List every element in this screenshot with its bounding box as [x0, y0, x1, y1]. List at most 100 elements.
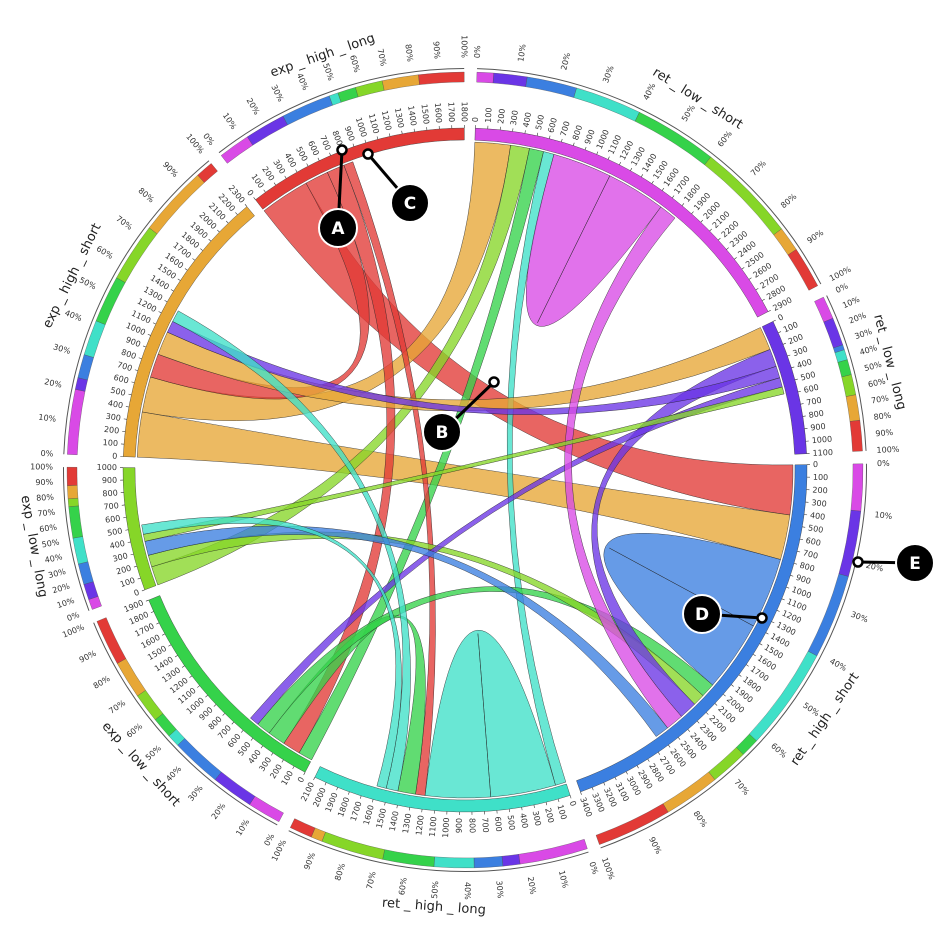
composition-bar-2-3 — [749, 650, 818, 742]
callout-anchor-C — [362, 148, 374, 160]
tick-7-1200 — [389, 133, 391, 137]
tick-label-3-1500: 1500 — [375, 807, 389, 829]
tick-3-1900 — [336, 787, 338, 791]
tick-3-1800 — [348, 791, 350, 795]
tick-0-2300 — [726, 247, 729, 250]
chord-16 — [591, 349, 777, 717]
tick-4-1800 — [150, 611, 154, 614]
tick-label-0-500: 500 — [534, 114, 546, 131]
tick-6-800 — [138, 357, 142, 360]
percent-label-1-10: 100% — [876, 445, 900, 455]
tick-6-2000 — [217, 229, 220, 233]
tick-label-6-400: 400 — [107, 399, 124, 411]
composition-bar-6-2 — [77, 354, 94, 381]
tick-label-1-900: 900 — [810, 422, 826, 433]
tick-label-2-100: 100 — [813, 473, 828, 482]
tick-6-1300 — [164, 300, 168, 303]
tick-3-1500 — [384, 802, 386, 806]
tick-3-0 — [569, 795, 572, 799]
composition-bar-6-7 — [197, 163, 218, 183]
tick-label-0-700: 700 — [559, 120, 572, 137]
composition-bar-5-1 — [83, 581, 99, 600]
percent-label-0-2: 20% — [559, 51, 572, 71]
tick-label-0-300: 300 — [509, 110, 520, 126]
percent-label-0-3: 30% — [601, 64, 616, 84]
composition-bar-3-7 — [290, 818, 316, 838]
tick-4-1100 — [197, 685, 200, 688]
percent-label-0-5: 50% — [680, 103, 697, 123]
tick-7-0 — [253, 197, 256, 200]
percent-label-5-5: 50% — [41, 537, 60, 549]
tick-label-3-1300: 1300 — [401, 813, 413, 835]
tick-label-1-400: 400 — [796, 357, 813, 370]
tick-2-900 — [790, 575, 794, 577]
tick-0-1800 — [681, 203, 685, 206]
percent-label-6-4: 40% — [63, 308, 83, 323]
percent-label-6-5: 50% — [78, 275, 98, 291]
tick-label-7-600: 600 — [306, 139, 321, 157]
tick-0-800 — [573, 142, 575, 146]
tick-4-1900 — [145, 599, 149, 602]
percent-label-7-1: 10% — [221, 111, 239, 131]
percent-label-6-7: 70% — [114, 214, 134, 232]
tick-4-1700 — [156, 622, 160, 625]
tick-label-5-800: 800 — [102, 488, 118, 498]
percent-label-4-2: 20% — [210, 801, 228, 821]
percent-label-5-10: 100% — [30, 462, 53, 471]
tick-1-600 — [797, 390, 801, 393]
tick-label-2-700: 700 — [802, 548, 819, 560]
percent-label-7-10: 100% — [460, 35, 469, 58]
composition-bar-4-5 — [137, 690, 164, 720]
tick-6-2300 — [244, 204, 248, 207]
percent-label-7-7: 70% — [376, 48, 388, 68]
tick-2-1800 — [738, 674, 742, 677]
tick-label-7-1300: 1300 — [393, 107, 406, 129]
tick-label-5-1000: 1000 — [97, 463, 117, 472]
tick-2-2800 — [647, 758, 650, 762]
tick-0-700 — [561, 138, 563, 142]
tick-label-6-300: 300 — [105, 412, 121, 423]
tick-0-1000 — [596, 151, 599, 155]
tick-6-1000 — [147, 333, 151, 336]
composition-bar-0-2 — [525, 76, 577, 98]
tick-label-5-0: 0 — [133, 588, 141, 598]
tick-4-1000 — [205, 695, 208, 698]
composition-bar-0-0 — [476, 72, 494, 84]
tick-2-2600 — [668, 744, 671, 748]
percent-label-3-5: 50% — [430, 880, 440, 899]
percent-label-2-2: 20% — [865, 561, 885, 574]
tick-1-0 — [772, 319, 776, 322]
composition-bar-7-5 — [355, 80, 385, 98]
chord-22 — [143, 386, 785, 542]
tick-2-1200 — [776, 610, 780, 612]
tick-0-1100 — [607, 156, 610, 160]
tick-2-2000 — [723, 693, 726, 697]
tick-3-100 — [557, 798, 560, 803]
composition-bar-3-3 — [433, 856, 475, 869]
tick-2-1700 — [746, 664, 749, 667]
percent-label-7-6: 60% — [348, 54, 361, 74]
tick-4-0 — [303, 772, 306, 776]
tick-label-7-1600: 1600 — [433, 102, 444, 123]
tick-label-6-0: 0 — [112, 452, 117, 461]
chord-14 — [257, 586, 713, 734]
percent-label-6-1: 10% — [38, 413, 57, 424]
segment-arc-1 — [761, 321, 807, 455]
tick-2-3100 — [614, 777, 617, 781]
percent-label-7-3: 30% — [269, 83, 285, 103]
tick-0-2900 — [767, 309, 771, 312]
tick-4-800 — [222, 713, 225, 716]
tick-2-1400 — [765, 632, 769, 635]
segment-rings — [62, 68, 867, 872]
chord-4 — [298, 148, 544, 761]
chord-20 — [564, 206, 682, 729]
percent-label-7-2: 20% — [245, 96, 262, 116]
tick-7-400 — [295, 169, 298, 173]
percent-label-5-1: 10% — [56, 596, 76, 610]
tick-label-3-1400: 1400 — [388, 810, 401, 832]
tick-label-0-0: 0 — [471, 117, 480, 122]
chord-19 — [172, 310, 411, 792]
percent-label-4-1: 10% — [234, 817, 251, 837]
composition-bar-4-0 — [249, 796, 284, 823]
percent-label-1-9: 90% — [875, 428, 894, 439]
